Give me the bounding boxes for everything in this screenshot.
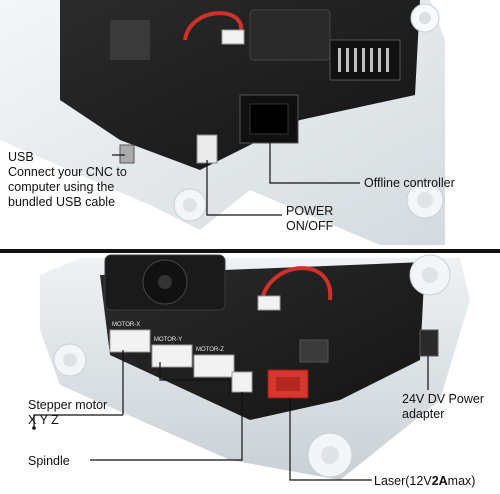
power-switch-label: POWER ON/OFF <box>286 204 333 234</box>
chip-top <box>110 20 150 60</box>
offline-controller-label: Offline controller <box>364 176 455 190</box>
silk-motor-x: MOTOR-X <box>112 322 140 328</box>
spindle-leader-line <box>90 392 243 461</box>
stepper-connector-x <box>109 329 151 353</box>
dc-power-jack <box>419 329 439 357</box>
spindle-label: Spindle <box>28 454 70 468</box>
top-controller-board-view <box>0 0 445 245</box>
usb-port <box>119 144 135 164</box>
bottom-controller-board-view: MOTOR-X MOTOR-Y MOTOR-Z <box>32 254 470 481</box>
panel-divider <box>0 249 500 253</box>
power-adapter-line2: adapter <box>402 407 445 421</box>
laser-bold-current: 2A <box>431 474 448 488</box>
power-label-line2: ON/OFF <box>286 219 334 233</box>
stepper-motor-label: Stepper motor X Y Z <box>28 398 107 428</box>
power-switch <box>196 134 218 164</box>
stepper-label-line1: Stepper motor <box>28 398 108 412</box>
red-wire-top <box>183 11 244 41</box>
silk-motor-y: MOTOR-Y <box>154 337 182 343</box>
spindle-connector <box>231 371 253 393</box>
red-wire-bottom <box>260 266 333 301</box>
usb-label: USB Connect your CNC to computer using t… <box>8 150 168 210</box>
stepper-connector-z <box>193 354 235 378</box>
usb-title: USB <box>8 150 34 164</box>
power-adapter-label: 24V DV Power adapter <box>402 392 484 422</box>
stepper-connector-y <box>151 344 193 368</box>
laser-prefix: Laser(12V <box>374 474 432 488</box>
laser-label: Laser(12V2Amax) <box>374 474 475 489</box>
usb-desc-line3: bundled USB cable <box>8 195 116 209</box>
power-leader-line <box>206 160 282 216</box>
usb-desc-line2: computer using the <box>8 180 115 194</box>
stepper-label-line2: X Y Z <box>28 413 59 427</box>
offline-leader-line <box>269 140 360 184</box>
laser-suffix: max) <box>447 474 476 488</box>
power-adapter-line1: 24V DV Power <box>402 392 484 406</box>
silk-motor-z: MOTOR-Z <box>196 347 224 353</box>
laser-leader-line <box>289 398 372 481</box>
usb-desc-line1: Connect your CNC to <box>8 165 127 179</box>
power-label-line1: POWER <box>286 204 334 218</box>
